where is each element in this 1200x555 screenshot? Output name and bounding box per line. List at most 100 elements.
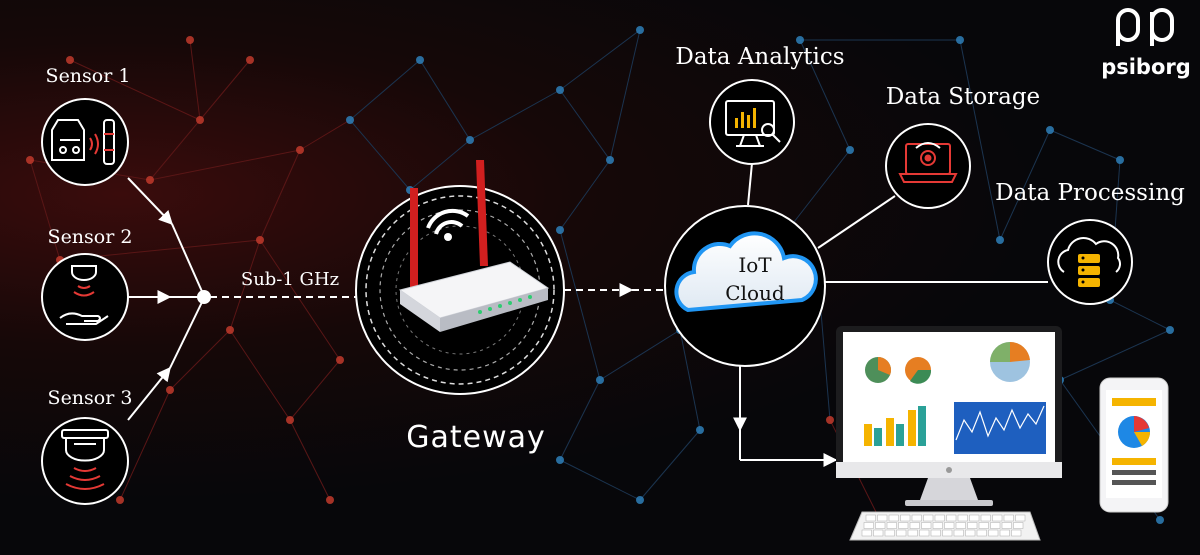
network-link: [999, 129, 1051, 241]
keyboard-key: [990, 522, 1001, 529]
network-node: [696, 426, 704, 434]
sensor-3-node: Sensor 3: [41, 387, 133, 505]
keyboard-key: [932, 522, 943, 529]
keyboard-key: [955, 522, 966, 529]
keyboard-key: [944, 522, 955, 529]
network-link: [149, 119, 201, 181]
network-node: [1116, 156, 1124, 164]
keyboard-key: [873, 529, 884, 537]
network-link: [119, 389, 171, 501]
keyboard-key: [992, 514, 1003, 522]
keyboard-key: [946, 514, 957, 522]
network-node: [846, 146, 854, 154]
network-link: [169, 329, 231, 391]
network-link: [299, 119, 351, 151]
car-proximity-sensor-icon: [51, 119, 115, 165]
network-link: [1059, 329, 1171, 381]
network-node: [636, 496, 644, 504]
network-link: [679, 329, 701, 431]
network-link: [259, 239, 341, 361]
keyboard-key: [953, 529, 964, 537]
gateway-node: Gateway: [355, 160, 565, 455]
network-link: [409, 139, 471, 191]
keyboard-key: [1003, 514, 1014, 522]
network-node: [116, 496, 124, 504]
network-node: [346, 116, 354, 124]
keyboard-key: [1011, 529, 1022, 537]
network-node: [796, 36, 804, 44]
keyboard-key: [921, 522, 932, 529]
keyboard-key: [898, 522, 909, 529]
network-link: [559, 379, 601, 461]
keyboard-key: [1013, 522, 1024, 529]
network-link: [609, 29, 641, 161]
network-link: [229, 329, 291, 421]
network-node: [556, 86, 564, 94]
network-link: [199, 59, 251, 121]
keyboard-key: [999, 529, 1010, 537]
network-link: [559, 29, 641, 91]
gateway-label: Gateway: [406, 420, 546, 455]
keyboard-key: [888, 514, 899, 522]
iot-cloud-node: IoT Cloud: [664, 205, 826, 367]
keyboard-key: [942, 529, 953, 537]
keyboard-key: [911, 514, 922, 522]
network-link: [349, 119, 411, 191]
keyboard-key: [896, 529, 907, 537]
hand-motion-sensor-icon: [59, 265, 109, 325]
keyboard-key: [877, 514, 888, 522]
network-link: [29, 159, 61, 261]
junction-dot: [197, 290, 211, 304]
keyboard-key: [863, 522, 874, 529]
network-node: [636, 26, 644, 34]
sensor-3-label: Sensor 3: [48, 387, 133, 409]
network-link: [419, 59, 471, 141]
network-link: [599, 329, 681, 381]
network-link: [149, 149, 301, 181]
sensor-1-label: Sensor 1: [46, 65, 131, 87]
keyboard-key: [957, 514, 968, 522]
keyboard-key: [980, 514, 991, 522]
network-link: [559, 159, 611, 231]
network-node: [416, 56, 424, 64]
network-node: [66, 56, 74, 64]
network-link: [559, 229, 601, 381]
network-node: [186, 36, 194, 44]
network-link: [1109, 299, 1171, 331]
network-link: [959, 39, 1001, 241]
network-node: [826, 416, 834, 424]
network-link: [469, 89, 561, 141]
network-node: [1046, 126, 1054, 134]
network-node: [26, 156, 34, 164]
keyboard-key: [865, 514, 876, 522]
keyboard-key: [886, 522, 897, 529]
keyboard-key: [965, 529, 976, 537]
logo-text: psiborg: [1101, 55, 1191, 79]
smoke-detector-icon: [61, 429, 109, 490]
network-node: [256, 236, 264, 244]
cloud-line-2: Cloud: [725, 281, 785, 305]
network-node: [166, 386, 174, 394]
keyboard-key: [967, 522, 978, 529]
data-analytics-label: Data Analytics: [675, 44, 844, 70]
network-link: [349, 59, 421, 121]
network-node: [556, 456, 564, 464]
keyboard-key: [861, 529, 872, 537]
network-link: [559, 89, 611, 161]
network-node: [326, 496, 334, 504]
network-link: [229, 239, 261, 331]
data-analytics-node: Data Analytics: [675, 44, 845, 165]
data-storage-node: Data Storage: [885, 84, 1040, 209]
cloud-line-1: IoT: [738, 253, 772, 277]
network-link: [559, 459, 641, 501]
keyboard-key: [1001, 522, 1012, 529]
keyboard-key: [969, 514, 980, 522]
keyboard-key: [934, 514, 945, 522]
network-link: [289, 359, 341, 421]
keyboard-key: [900, 514, 911, 522]
keyboard-key: [923, 514, 934, 522]
keyboard-key: [930, 529, 941, 537]
keyboard-key: [976, 529, 987, 537]
